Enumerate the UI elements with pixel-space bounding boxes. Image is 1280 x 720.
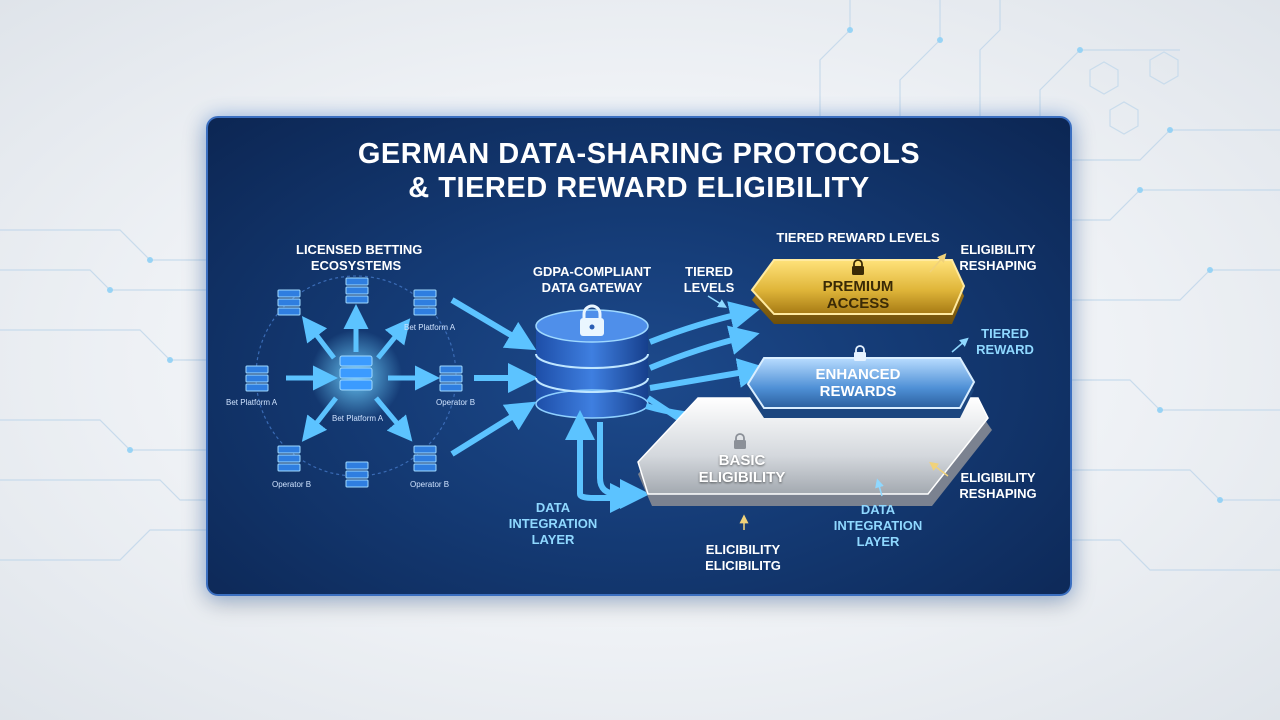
- ecosystem-heading: LICENSED BETTING ECOSYSTEMS: [296, 242, 423, 274]
- eligibility-bottom-line1: ELICIBILITY: [705, 542, 781, 557]
- tier-premium-label: PREMIUM ACCESS: [788, 278, 928, 312]
- flow-arrows-in: [450, 297, 538, 457]
- tier-enhanced-line1: ENHANCED: [815, 366, 901, 383]
- gateway-heading-line2: DATA GATEWAY: [541, 280, 643, 295]
- tiered-levels-line2: LEVELS: [683, 280, 735, 295]
- tiered-reward-label: TIERED REWARD: [970, 326, 1040, 358]
- reshaping-top-label: ELIGIBILITY RESHAPING: [948, 242, 1048, 274]
- node-label: Bet Platform A: [332, 414, 384, 423]
- ecosystem-arrows: [286, 304, 440, 442]
- tiered-levels-line1: TIERED: [685, 264, 733, 279]
- integration-left-label: DATA INTEGRATION LAYER: [498, 500, 608, 548]
- page-title: GERMAN DATA-SHARING PROTOCOLS: [357, 138, 921, 170]
- integration-left-line3: LAYER: [531, 532, 575, 547]
- reshaping-top-line2: RESHAPING: [959, 258, 1037, 273]
- lock-icon: [580, 304, 604, 336]
- integration-right-line3: LAYER: [856, 534, 900, 549]
- integration-right-label: DATA INTEGRATION LAYER: [828, 502, 928, 550]
- node-label: Operator B: [436, 398, 476, 407]
- node-label: Bet Platform A: [404, 323, 456, 332]
- eligibility-bottom-line2: ELICIBILITG: [705, 558, 781, 573]
- node-label: Bet Platform A: [226, 398, 278, 407]
- node-label: Operator B: [410, 480, 450, 489]
- tier-enhanced: [746, 357, 976, 418]
- database-icon: [535, 309, 649, 419]
- reshaping-bottom-line2: RESHAPING: [959, 486, 1037, 501]
- diagram-graphics: [245, 253, 992, 530]
- node-label: Operator B: [272, 480, 312, 489]
- eligibility-bottom-label: ELICIBILITY ELICIBILITG: [688, 542, 798, 574]
- lock-icon: [734, 433, 746, 449]
- ecosystem-heading-line1: LICENSED BETTING: [296, 242, 423, 257]
- reshaping-top-line1: ELIGIBILITY: [960, 242, 1036, 257]
- integration-right-line2: INTEGRATION: [833, 518, 923, 533]
- tier-premium-line1: PREMIUM: [822, 278, 894, 295]
- tiers-heading: TIERED REWARD LEVELS: [776, 230, 940, 245]
- diagram-panel: GERMAN DATA-SHARING PROTOCOLS & TIERED R…: [206, 116, 1072, 596]
- lock-icon: [852, 259, 864, 275]
- tier-enhanced-line2: REWARDS: [819, 383, 897, 400]
- tiered-levels-label: TIERED LEVELS: [674, 264, 744, 296]
- reshaping-bottom-line1: ELIGIBILITY: [960, 470, 1036, 485]
- tier-premium-line2: ACCESS: [826, 295, 890, 312]
- tier-basic-line1: BASIC: [718, 452, 766, 469]
- tier-enhanced-label: ENHANCED REWARDS: [788, 366, 928, 400]
- server-icon: [245, 277, 463, 488]
- gateway-heading-line1: GDPA-COMPLIANT: [532, 264, 652, 279]
- gateway-heading: GDPA-COMPLIANT DATA GATEWAY: [522, 264, 662, 296]
- integration-left-line1: DATA: [535, 500, 571, 515]
- reshaping-bottom-label: ELIGIBILITY RESHAPING: [948, 470, 1048, 502]
- integration-right-line1: DATA: [860, 502, 896, 517]
- tier-premium: [750, 259, 966, 324]
- tiered-reward-line1: TIERED: [981, 326, 1029, 341]
- tier-basic: [637, 397, 992, 506]
- tier-basic-line2: ELIGIBILITY: [698, 469, 786, 486]
- page-subtitle: & TIERED REWARD ELIGIBILITY: [408, 172, 870, 204]
- lock-icon: [854, 345, 866, 361]
- integration-left-line2: INTEGRATION: [508, 516, 598, 531]
- ecosystem-heading-line2: ECOSYSTEMS: [310, 258, 402, 273]
- tiered-reward-line2: REWARD: [976, 342, 1034, 357]
- arrow-icon: [707, 253, 969, 530]
- tier-basic-label: BASIC ELIGIBILITY: [672, 452, 812, 486]
- integration-arrows: [565, 410, 650, 513]
